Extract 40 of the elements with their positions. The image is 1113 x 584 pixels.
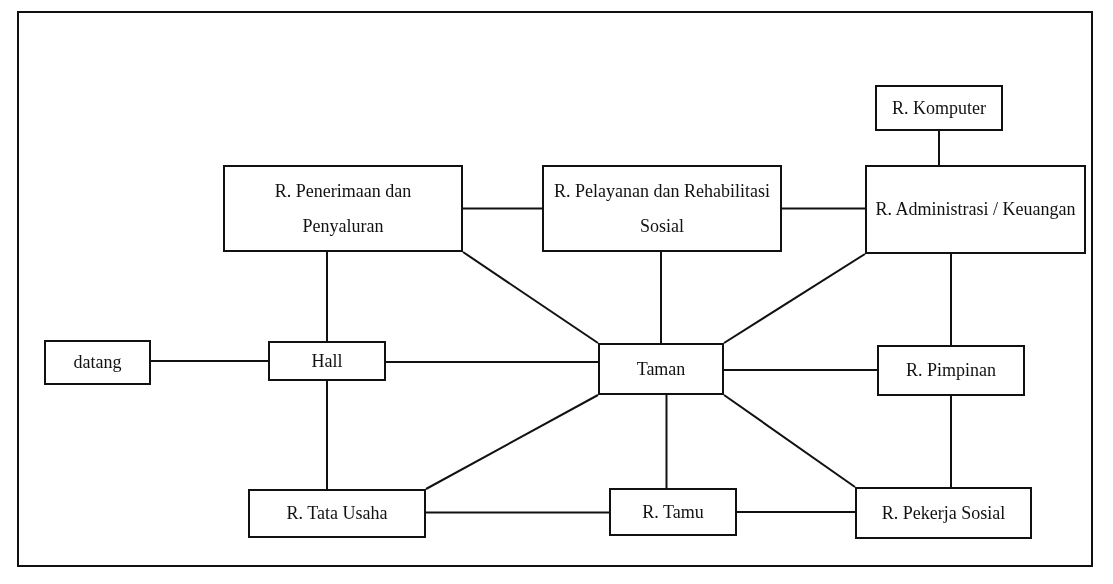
connector-line	[660, 251, 662, 344]
room-box	[44, 340, 151, 385]
room-label: Taman	[636, 357, 686, 381]
room-box	[855, 487, 1032, 539]
connector-line	[425, 394, 599, 490]
connector-line	[723, 394, 856, 488]
connector-line	[950, 253, 952, 346]
room-box	[223, 165, 463, 252]
connector-line	[723, 369, 878, 371]
room-label: R. Komputer	[892, 96, 986, 120]
room-box	[248, 489, 426, 538]
room-label: R. Administrasi / Keuangan	[875, 198, 1076, 222]
connector-line	[462, 207, 543, 210]
room-label: R. Penerimaan dan Penyaluran	[273, 180, 413, 238]
room-label: datang	[73, 351, 122, 375]
room-box	[268, 341, 386, 381]
room-label: R. Tamu	[642, 500, 704, 524]
room-box	[542, 165, 782, 252]
connector-line	[723, 253, 866, 344]
room-box	[865, 165, 1086, 254]
connector-line	[385, 361, 599, 363]
room-box	[877, 345, 1025, 396]
room-label: Hall	[311, 349, 343, 373]
connector-line	[781, 207, 866, 210]
connector-line	[665, 394, 668, 489]
room-label: R. Pekerja Sosial	[881, 501, 1006, 525]
connector-line	[938, 130, 940, 166]
room-label: R. Pimpinan	[906, 359, 996, 383]
connector-line	[950, 395, 952, 488]
connector-line	[462, 251, 599, 344]
connector-line	[425, 511, 610, 514]
connector-line	[326, 380, 328, 490]
connector-line	[736, 511, 856, 513]
room-label: R. Tata Usaha	[286, 502, 388, 526]
room-label: R. Pelayanan dan Rehabilitasi Sosial	[553, 180, 771, 238]
room-box	[609, 488, 737, 536]
room-box	[598, 343, 724, 395]
room-box	[875, 85, 1003, 131]
connector-line	[326, 251, 328, 342]
connector-line	[150, 360, 269, 362]
